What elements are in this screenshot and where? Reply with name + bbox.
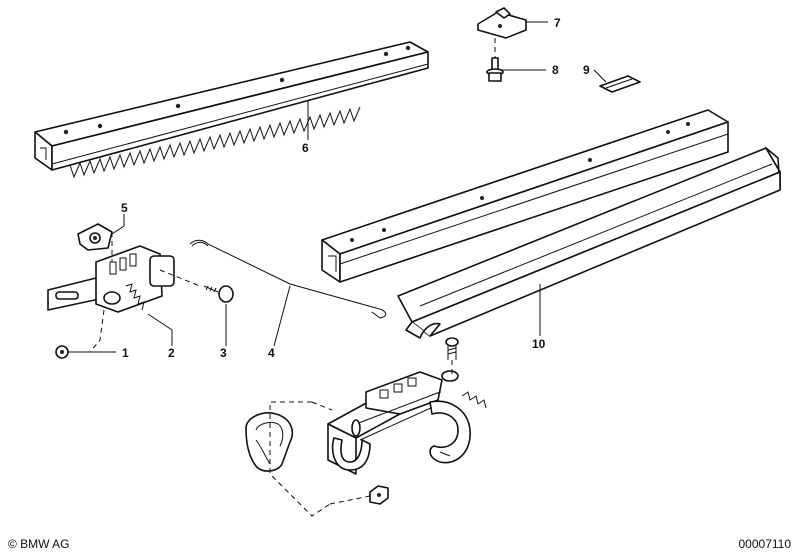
callout-6: 6: [302, 141, 309, 155]
callout-2: 2: [168, 346, 175, 360]
small-nut: [55, 345, 69, 359]
nut-clip: [77, 223, 113, 251]
callout-8: 8: [552, 63, 559, 77]
hex-nut: [369, 485, 389, 505]
release-rod: [189, 239, 387, 319]
callout-1: 1: [122, 346, 129, 360]
copyright-label: © BMW AG: [8, 537, 70, 551]
seat-rail-lower: [321, 109, 729, 283]
callout-7: 7: [554, 16, 561, 30]
bracket-part: [477, 7, 527, 39]
diagram-id-label: 00007110: [738, 537, 792, 551]
small-screw: [445, 337, 459, 360]
callout-5: 5: [121, 201, 128, 215]
screw-part: [203, 285, 234, 303]
latch-mechanism: [47, 245, 175, 313]
bolt-washer: [486, 57, 504, 82]
callout-9: 9: [583, 63, 590, 77]
release-knob: [245, 412, 294, 472]
callout-4: 4: [268, 346, 275, 360]
seat-rail-toothed: [34, 41, 429, 179]
callout-3: 3: [220, 346, 227, 360]
leader-lines: [68, 21, 607, 353]
angle-profile: [397, 147, 781, 339]
callout-10: 10: [532, 337, 546, 351]
clip-part: [599, 75, 641, 93]
release-lever-assembly: [327, 370, 487, 475]
rail-teeth: [69, 106, 361, 179]
